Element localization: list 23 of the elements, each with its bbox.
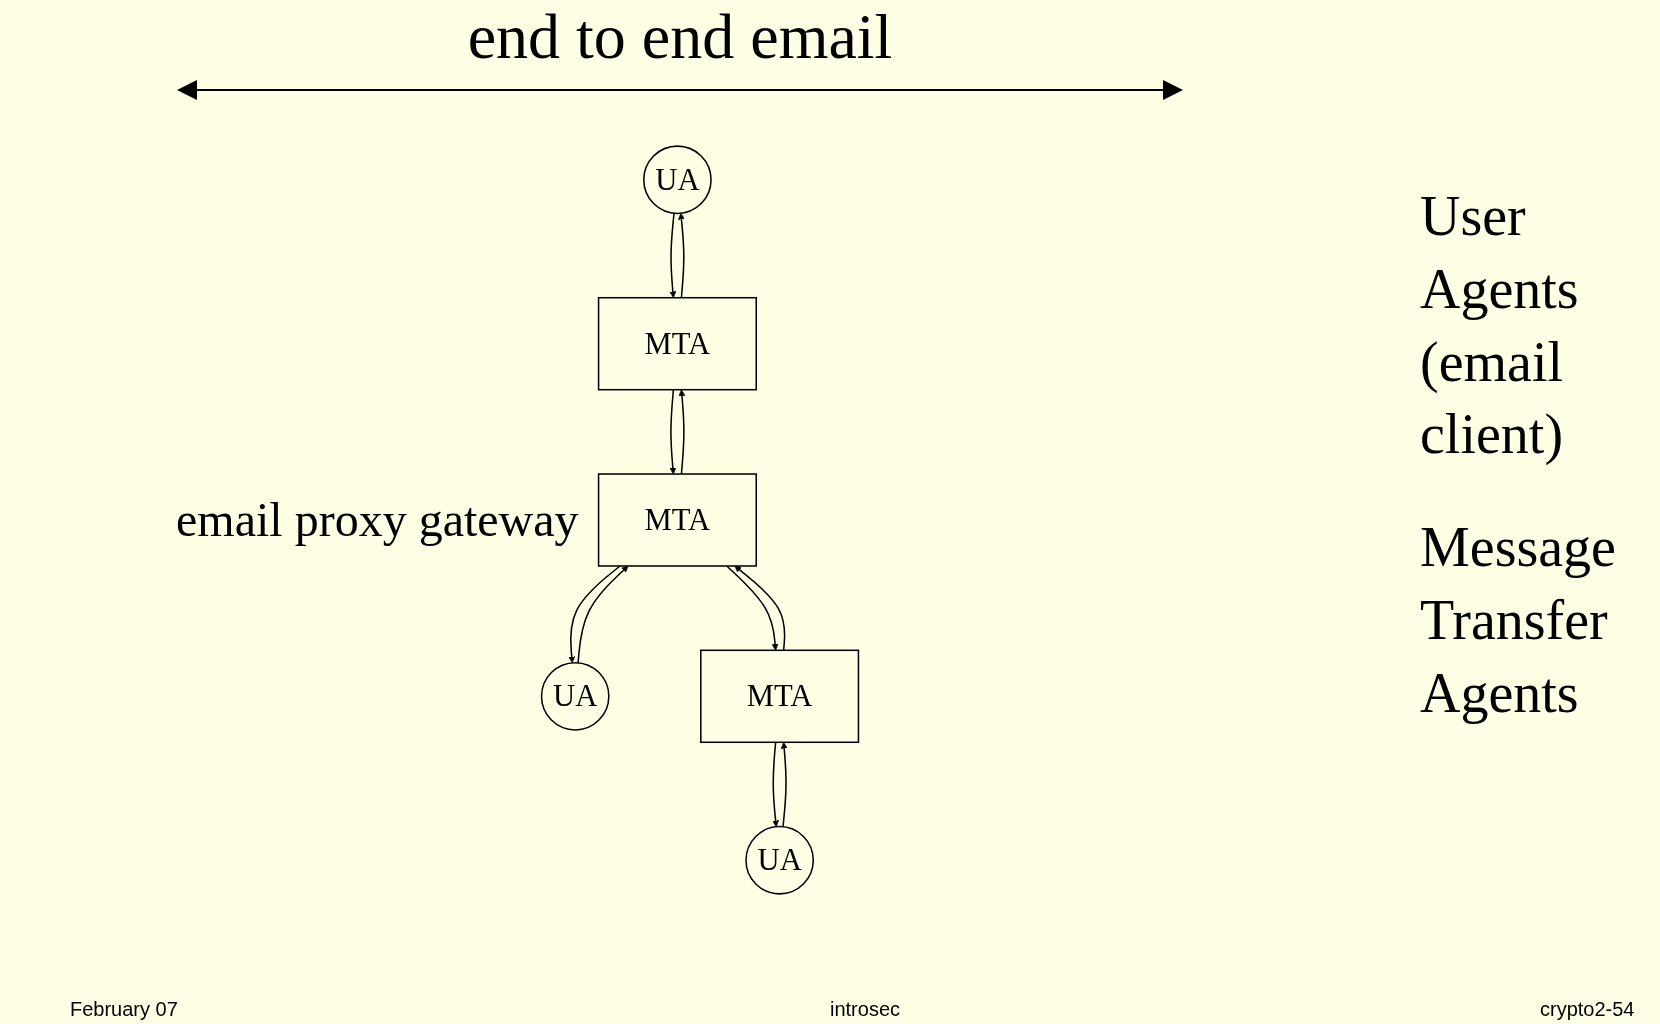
node-box: MTA xyxy=(597,296,757,391)
node-caption: email proxy gateway xyxy=(175,492,579,548)
node-box: MTA xyxy=(597,473,757,567)
span-label: end to end email xyxy=(467,0,893,74)
arrow xyxy=(725,565,779,651)
arrow xyxy=(772,741,779,828)
arrow xyxy=(577,565,629,664)
footer-text: February 07 xyxy=(70,998,178,1021)
arrow xyxy=(669,388,677,475)
node-circle: UA xyxy=(643,145,712,215)
side-note: Message Transfer Agents xyxy=(1420,515,1617,726)
arrow xyxy=(568,565,621,664)
arrow xyxy=(734,565,786,652)
node-circle: UA xyxy=(745,825,815,895)
node-box: MTA xyxy=(700,649,860,744)
arrow xyxy=(678,212,685,299)
arrow xyxy=(780,741,788,828)
arrow xyxy=(669,212,677,299)
footer-text: crypto2-54 xyxy=(1540,998,1635,1021)
footer-text: introsec xyxy=(830,998,901,1021)
node-circle: UA xyxy=(540,661,610,731)
arrow xyxy=(678,389,686,475)
side-note: User Agents (email client) xyxy=(1420,184,1580,468)
